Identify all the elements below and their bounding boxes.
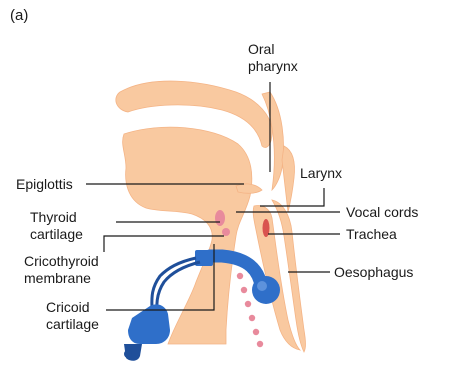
label-cricothyroid-membrane-line2: membrane — [24, 270, 91, 286]
tracheal-ring — [245, 301, 251, 307]
label-cricothyroid-membrane: Cricothyroid membrane — [24, 253, 103, 286]
leader-cricothyroid-membrane — [104, 236, 224, 252]
label-cricoid-cartilage: Cricoid cartilage — [46, 299, 99, 332]
label-larynx: Larynx — [300, 165, 342, 181]
tracheal-ring — [257, 341, 263, 347]
label-cricothyroid-membrane-line1: Cricothyroid — [24, 253, 99, 269]
pilot-balloon-tip — [124, 350, 132, 358]
label-oral-pharynx-line2: pharynx — [248, 58, 298, 74]
tracheal-ring — [249, 315, 255, 321]
cricoid-cartilage-mark — [222, 228, 230, 236]
label-oral-pharynx-line1: Oral — [248, 41, 274, 57]
label-oesophagus: Oesophagus — [334, 264, 413, 280]
tracheal-ring — [237, 273, 243, 279]
label-cricoid-cartilage-line1: Cricoid — [46, 299, 90, 315]
tracheal-ring — [241, 287, 247, 293]
epiglottis-flap — [236, 184, 262, 193]
tracheal-ring — [253, 329, 259, 335]
label-epiglottis: Epiglottis — [16, 176, 73, 192]
label-thyroid-cartilage: Thyroid cartilage — [30, 209, 83, 242]
larynx-strip — [282, 146, 295, 212]
label-trachea: Trachea — [346, 226, 397, 242]
label-cricoid-cartilage-line2: cartilage — [46, 316, 99, 332]
tube-cuff — [252, 276, 280, 304]
label-vocal-cords: Vocal cords — [346, 204, 418, 220]
thyroid-cartilage-mark — [215, 210, 225, 226]
panel-label: (a) — [10, 7, 28, 24]
tube-cuff-highlight — [257, 281, 267, 291]
label-thyroid-cartilage-line2: cartilage — [30, 226, 83, 242]
label-oral-pharynx: Oral pharynx — [248, 41, 298, 74]
label-thyroid-cartilage-line1: Thyroid — [30, 209, 77, 225]
